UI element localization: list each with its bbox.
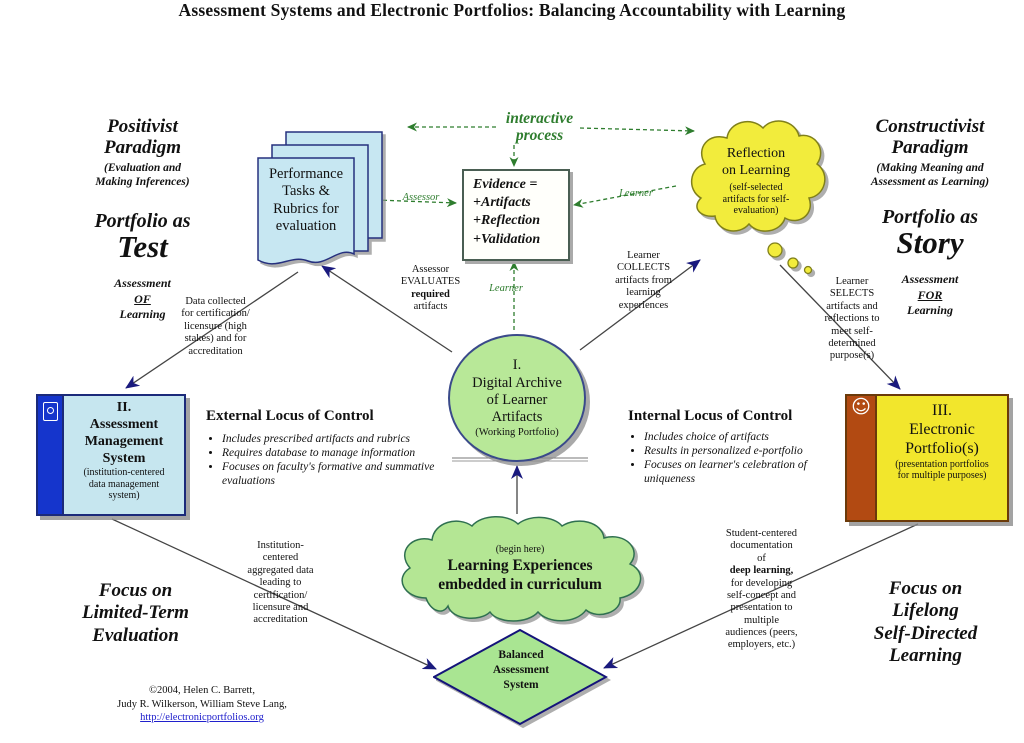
cloud-body — [691, 120, 826, 232]
portfolio-type-test: Test — [117, 229, 168, 264]
assessment-of-learning: Assessment OF Learning — [45, 276, 240, 323]
begin-here-label: (begin here) — [495, 544, 545, 555]
portfolio-as-story-label: Portfolio as — [881, 206, 979, 228]
digital-archive-sub: (Working Portfolio) — [475, 426, 559, 438]
thought-bubble-3 — [803, 265, 813, 275]
learning-experiences-label: Learning Experiences embedded in curricu… — [438, 557, 602, 594]
eportfolio-strip: ☺ — [847, 396, 875, 520]
digital-archive-title: I. Digital Archive of Learner Artifacts — [472, 357, 562, 426]
cloud-body — [401, 516, 642, 622]
arrow-reflection-to-eportfolio — [779, 264, 901, 390]
ams-strip — [38, 396, 62, 514]
student-pre: Student-centered documentation of — [725, 528, 798, 564]
portfolio-type-story: Story — [896, 225, 964, 260]
copyright-line-1: ©2004, Helen C. Barrett, — [149, 685, 255, 696]
dashed-assessor-to-evidence — [375, 198, 457, 208]
evidence-box: Evidence = +Artifacts +Reflection +Valid… — [462, 169, 570, 261]
assessment-word: Assessment — [114, 276, 171, 290]
focus-lifelong: Focus on Lifelong Self-Directed Learning — [873, 578, 978, 667]
external-bullet-2: Requires database to manage information — [222, 446, 450, 460]
label-institution-centered: Institution- centered aggregated data le… — [247, 540, 314, 626]
learner-arrow-label-bottom: Learner — [489, 283, 523, 294]
eportfolio-sub: (presentation portfolios for multiple pu… — [895, 458, 989, 482]
ams-box: II. Assessment Management System (instit… — [36, 394, 186, 516]
assessment-of-word: OF — [134, 291, 151, 306]
database-icon — [42, 402, 58, 421]
evaluates-post: artifacts — [413, 301, 448, 313]
student-post: for developing self-concept and presenta… — [725, 577, 798, 651]
label-student-centered: Student-centered documentation of deep l… — [704, 528, 819, 652]
arrow-archive-to-reflection — [579, 259, 701, 351]
performance-tasks-stack — [257, 131, 383, 265]
ams-sub: (institution-centered data management sy… — [83, 467, 165, 502]
reflection-cloud — [691, 120, 826, 275]
electronicportfolios-link[interactable]: http://electronicportfolios.org — [140, 712, 264, 724]
performance-tasks-label: Performance Tasks & Rubrics for evaluati… — [268, 166, 344, 235]
ams-main: II. Assessment Management System (instit… — [62, 396, 184, 514]
arrow-tasks-to-ams — [125, 271, 299, 389]
learner-arrow-label-right: Learner — [619, 188, 653, 199]
arrow-eportfolio-to-balanced — [603, 523, 919, 669]
evidence-label: Evidence = +Artifacts +Reflection +Valid… — [473, 177, 541, 247]
eportfolio-title: III. Electronic Portfolio(s) — [905, 402, 979, 458]
thought-bubble-2 — [787, 257, 799, 269]
learning-word: Learning — [906, 303, 953, 318]
student-bold: deep learning, — [729, 565, 794, 577]
ams-title: II. Assessment Management System — [84, 400, 164, 467]
evaluates-bold: required — [411, 288, 450, 300]
copyright-line-2: Judy R. Wilkerson, William Steve Lang, — [117, 698, 287, 710]
diamond-shape — [433, 628, 608, 726]
eportfolio-box: ☺ III. Electronic Portfolio(s) (presenta… — [845, 394, 1009, 522]
label-learner-selects: Learner SELECTS artifacts and reflection… — [824, 276, 880, 362]
evaluates-pre: Assessor EVALUATES — [400, 264, 461, 288]
learning-word: Learning — [119, 307, 166, 322]
constructivist-paradigm-label: Constructivist Paradigm — [875, 116, 985, 159]
reflection-title: Reflection on Learning — [721, 146, 791, 178]
external-bullet-1: Includes prescribed artifacts and rubric… — [222, 432, 450, 446]
dashed-learner-to-evidence-right — [573, 185, 677, 208]
assessor-arrow-label: Assessor — [402, 192, 440, 203]
external-bullet-3: Focuses on faculty's formative and summa… — [222, 460, 450, 488]
internal-bullet-3: Focuses on learner's celebration of uniq… — [644, 458, 849, 486]
label-data-collected: Data collected for certification/ licens… — [181, 296, 250, 357]
label-learner-collects: Learner COLLECTS artifacts from learning… — [615, 250, 672, 311]
label-assessor-evaluates: Assessor EVALUATES required artifacts — [378, 264, 483, 314]
external-locus-bullets: Includes prescribed artifacts and rubric… — [206, 432, 450, 488]
thought-bubble-1 — [767, 242, 783, 258]
assessment-word: Assessment — [901, 272, 959, 286]
document-front — [257, 157, 355, 265]
arrow-archive-to-tasks — [321, 265, 453, 353]
copyright-block: ©2004, Helen C. Barrett, Judy R. Wilkers… — [92, 684, 312, 725]
digital-archive-circle: I. Digital Archive of Learner Artifacts … — [448, 334, 586, 462]
positivist-paradigm-label: Positivist Paradigm — [103, 116, 182, 159]
interactive-process-label: interactive process — [505, 110, 574, 145]
learning-experiences-cloud — [401, 516, 642, 622]
arrow-ams-to-balanced — [111, 518, 437, 670]
internal-bullet-1: Includes choice of artifacts — [644, 430, 849, 444]
dashed-interactive-to-reflection — [579, 126, 695, 136]
assessment-for-learning: Assessment FOR Learning — [840, 272, 1020, 319]
smiley-icon: ☺ — [851, 396, 871, 418]
eportfolio-main: III. Electronic Portfolio(s) (presentati… — [875, 396, 1007, 520]
diagram-title: Assessment Systems and Electronic Portfo… — [178, 0, 846, 20]
balanced-assessment-diamond — [433, 628, 608, 726]
portfolio-as-test-label: Portfolio as — [94, 210, 191, 232]
internal-locus-title: Internal Locus of Control — [628, 408, 793, 424]
focus-limited-term: Focus on Limited-Term Evaluation — [82, 580, 189, 646]
constructivist-paradigm-sub: (Making Meaning and Assessment as Learni… — [870, 162, 990, 188]
assessment-for-word: FOR — [917, 287, 943, 302]
external-locus-title: External Locus of Control — [206, 408, 374, 424]
reflection-sub: (self-selected artifacts for self- evalu… — [722, 182, 790, 216]
internal-locus-bullets: Includes choice of artifacts Results in … — [628, 430, 849, 486]
internal-bullet-2: Results in personalized e-portfolio — [644, 444, 849, 458]
balanced-assessment-label: Balanced Assessment System — [492, 649, 550, 691]
positivist-paradigm-sub: (Evaluation and Making Inferences) — [95, 162, 190, 188]
